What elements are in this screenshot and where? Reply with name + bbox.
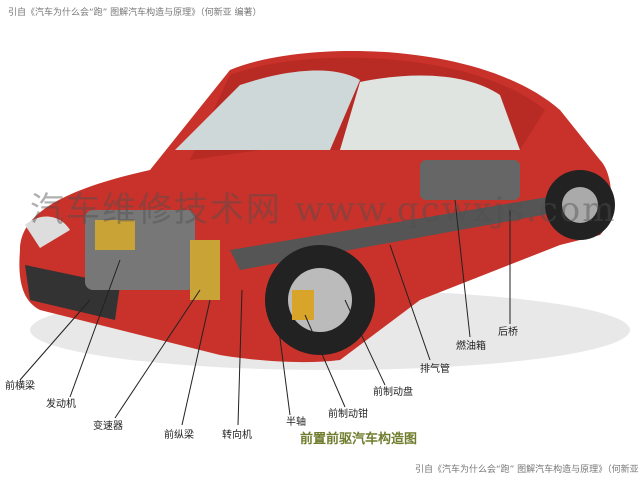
fuel-tank-shape [420, 160, 520, 200]
leader-lines [19, 199, 511, 426]
label-rear-axle: 后桥 [498, 327, 518, 338]
caliper-shape [292, 290, 314, 320]
headlight [25, 216, 70, 248]
transmission-part [190, 240, 220, 300]
label-front-crossmember: 前横梁 [5, 381, 35, 392]
cabin-interior [340, 75, 520, 150]
grille [25, 265, 120, 320]
windshield [175, 70, 360, 150]
label-front-longitudinal-beam: 前纵梁 [164, 430, 194, 441]
source-caption-bottom: 引自《汽车为什么会“跑” 图解汽车构造与原理》（何新亚 编著） [415, 465, 640, 475]
label-exhaust-pipe: 排气管 [420, 364, 450, 375]
label-front-brake-caliper: 前制动钳 [328, 409, 368, 420]
label-engine: 发动机 [46, 399, 76, 410]
label-front-brake-disc: 前制动盘 [373, 387, 413, 398]
rear-hub [562, 187, 598, 223]
label-steering-gear: 转向机 [222, 430, 252, 441]
label-half-shaft: 半轴 [286, 417, 306, 428]
engine-part [95, 220, 135, 250]
source-caption-top: 引自《汽车为什么会“跑” 图解汽车构造与原理》（何新亚 编著） [8, 8, 262, 18]
label-transmission: 变速器 [93, 421, 123, 432]
diagram-title: 前置前驱汽车构造图 [300, 432, 418, 447]
watermark: 汽车维修技术网 www.qcwxjs.com [30, 190, 617, 230]
label-fuel-tank: 燃油箱 [456, 341, 486, 352]
